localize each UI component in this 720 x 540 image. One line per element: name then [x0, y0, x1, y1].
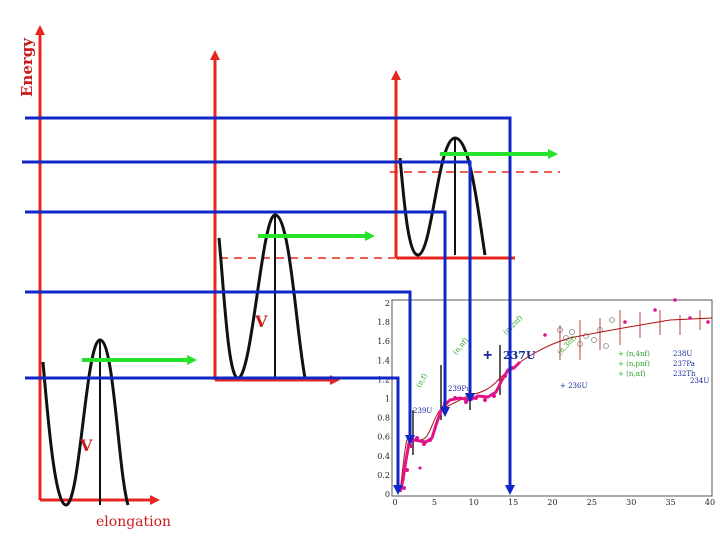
inset-y-tick-label: 0	[385, 490, 390, 499]
energy-level-2	[22, 160, 475, 403]
inset-y-tick-label: 1.8	[377, 318, 390, 327]
inset-big-plus: +	[483, 347, 492, 364]
inset-u237-label: 237U	[503, 349, 536, 362]
inset-x-tick-label: 5	[432, 498, 437, 507]
inset-y-tick-label: 1.6	[377, 337, 390, 346]
inset-x-tick-label: 10	[469, 498, 479, 507]
inset-x-tick-label: 35	[666, 498, 676, 507]
legend-item-nuclide: 238U	[673, 350, 692, 358]
inset-y-tick-label: 0.6	[377, 433, 390, 442]
barrier-curve-1	[41, 338, 130, 507]
inset-x-tick-label: 40	[705, 498, 715, 507]
legend-item-text: + (n,4nf)	[618, 350, 650, 358]
inset-x-tick-label: 25	[587, 498, 597, 507]
inset-x-tick-label: 30	[626, 498, 636, 507]
elongation-axis-label: elongation	[96, 514, 171, 530]
energy-level-3	[25, 210, 450, 417]
energy-level-5	[25, 376, 403, 495]
inset-y-tick-label: 1.4	[377, 356, 390, 365]
green-arrows	[82, 149, 558, 365]
inset-x-tick-label: 0	[392, 498, 397, 507]
inset-y-tick-label: 0.4	[377, 452, 390, 461]
legend-item-nuclide: 237Pa	[673, 360, 695, 368]
inset-y-tick-label: 2	[385, 299, 390, 308]
inset-error-bars	[559, 310, 701, 360]
inset-x-tick-label: 15	[508, 498, 518, 507]
inset-x-tick-label: 20	[547, 498, 557, 507]
inset-y-tick-label: 0.2	[377, 471, 390, 480]
energy-levels	[22, 116, 515, 495]
legend-item-text: + (n,αf)	[618, 370, 646, 378]
inset-plot-frame	[391, 299, 713, 497]
energy-level-1	[25, 116, 515, 495]
barrier-curves	[41, 136, 487, 507]
inset-y-ticks: 0 0.2 0.4 0.6 0.8 1 1.2 1.4 1.6 1.8 2	[377, 299, 390, 499]
barrier-curve-2	[217, 213, 307, 380]
barrier-label-v-2: V	[254, 312, 268, 331]
legend-item-nuclide: 234U	[690, 377, 709, 385]
energy-axis-label: Energy	[18, 37, 36, 97]
barrier-curve-3	[398, 136, 487, 257]
legend-item-text: + (n,pnf)	[618, 360, 650, 368]
inset-legend: + (n,4nf) 238U + (n,pnf) 237Pa + (n,αf) …	[560, 350, 709, 390]
inset-y-tick-label: 0.8	[377, 414, 390, 423]
inset-pu239-label: 239Pu	[448, 385, 471, 393]
barrier-label-v-1: V	[79, 436, 93, 455]
legend-item-nuclide: 232Th	[673, 370, 696, 378]
inset-y-tick-label: 1	[385, 395, 390, 404]
inset-y-tick-label: 1.2	[377, 375, 390, 384]
inset-x-ticks: 0 5 10 15 20 25 30 35 40	[392, 498, 715, 507]
energy-level-4	[25, 290, 415, 445]
red-axes	[35, 25, 401, 505]
inset-chart: 0 0.2 0.4 0.6 0.8 1 1.2 1.4 1.6 1.8 2 0 5 10 15 20 25 30…	[377, 298, 715, 507]
legend-item-text: + 236U	[560, 382, 587, 390]
inset-u239-label: 239U	[413, 407, 432, 415]
